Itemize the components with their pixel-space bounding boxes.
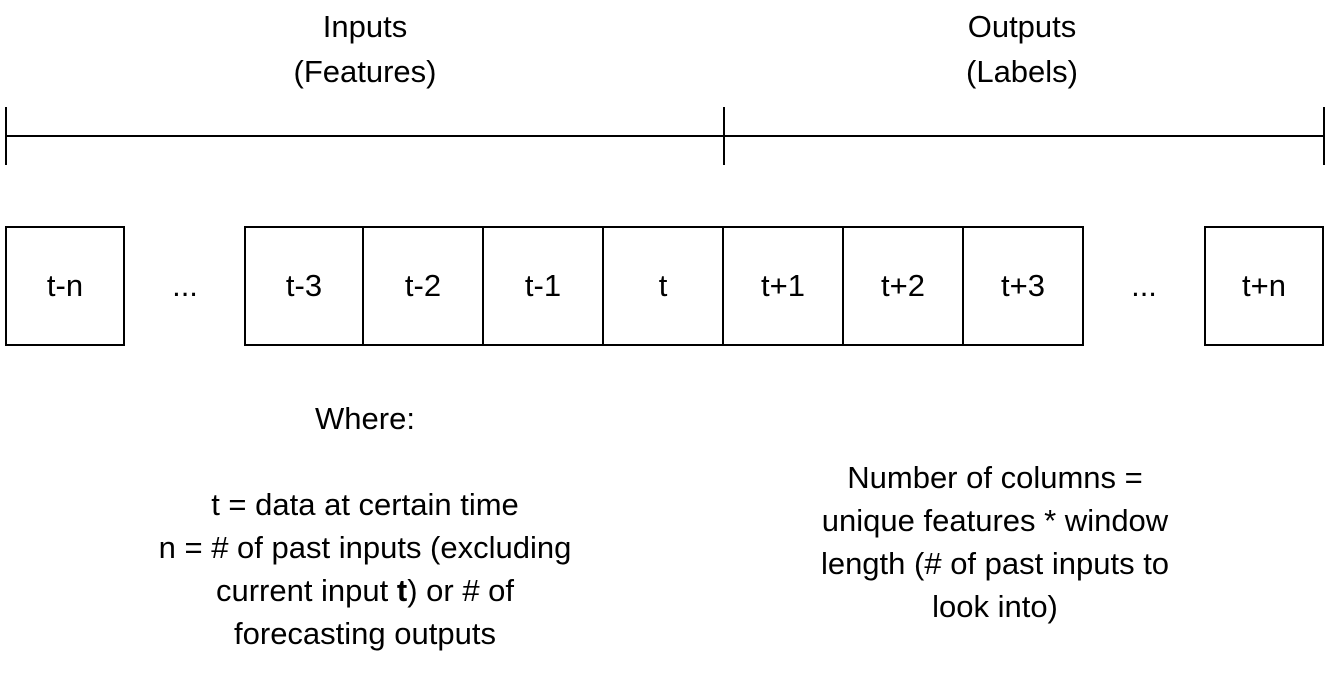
timeline-ellipsis-past: ... xyxy=(172,268,198,303)
timeline-cell-t-plus-1: t+1 xyxy=(724,226,844,346)
bracket-divider-tick xyxy=(723,107,725,165)
timeline-cell-t-minus-n: t-n xyxy=(5,226,125,346)
columns-line-2: unique features * window xyxy=(821,503,1169,538)
inputs-bracket-left-tick xyxy=(5,107,7,165)
where-line-n-definition: n = # of past inputs (excluding xyxy=(158,530,572,565)
where-note: Where: t = data at certain time n = # of… xyxy=(70,397,660,655)
where-heading: Where: xyxy=(315,401,415,436)
where-line-t-definition: t = data at certain time xyxy=(211,487,519,522)
outputs-heading: Outputs (Labels) xyxy=(872,4,1172,94)
timeline-cell-t-plus-3: t+3 xyxy=(964,226,1084,346)
where-line-forecasting: forecasting outputs xyxy=(234,616,496,651)
timeline-cell-t-minus-3: t-3 xyxy=(244,226,364,346)
where-line3-pre: current input xyxy=(215,573,397,608)
where-spacer xyxy=(70,440,660,483)
columns-line-3: length (# of past inputs to xyxy=(820,546,1170,581)
timeline-cell-t-minus-1: t-1 xyxy=(484,226,604,346)
range-bracket-horizontal xyxy=(5,135,1325,137)
columns-line-1: Number of columns = xyxy=(847,460,1143,495)
columns-note: Number of columns = unique features * wi… xyxy=(740,456,1250,628)
timeline-cell-t-plus-2: t+2 xyxy=(844,226,964,346)
inputs-heading: Inputs (Features) xyxy=(215,4,515,94)
outputs-bracket-right-tick xyxy=(1323,107,1325,165)
timeline-cell-t-plus-n: t+n xyxy=(1204,226,1324,346)
inputs-subtitle: (Features) xyxy=(293,54,437,89)
timeline-cell-t: t xyxy=(604,226,724,346)
timeline-cell-t-minus-2: t-2 xyxy=(364,226,484,346)
where-line-current-input: current input t) or # of xyxy=(70,569,660,612)
columns-line-4: look into) xyxy=(932,589,1058,624)
inputs-title: Inputs xyxy=(322,9,408,44)
outputs-title: Outputs xyxy=(967,9,1077,44)
timeline-ellipsis-future: ... xyxy=(1131,268,1157,303)
where-line3-bold-t: t xyxy=(396,573,408,608)
outputs-subtitle: (Labels) xyxy=(966,54,1078,89)
where-line3-post: ) or # of xyxy=(407,573,515,608)
